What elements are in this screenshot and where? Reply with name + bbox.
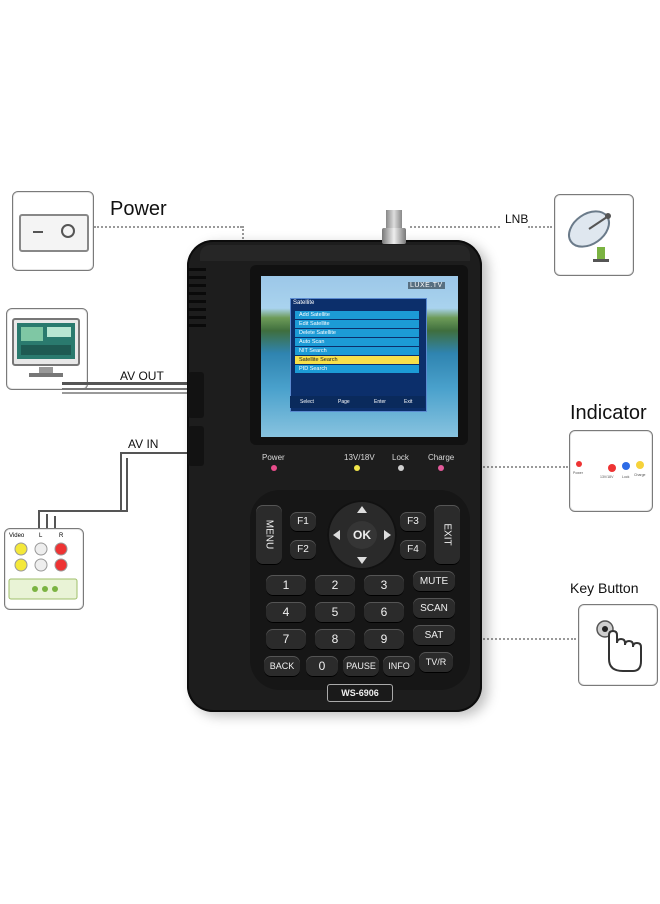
key-2[interactable]: 2 <box>315 575 355 596</box>
footer-enter: Enter <box>374 399 386 405</box>
lnb-leader-line-2 <box>528 226 552 228</box>
indicator-card-label-lock: Lock <box>622 475 630 479</box>
indicator-card-led-charge <box>636 461 644 469</box>
power-led <box>271 465 277 471</box>
indicator-card-led-13v <box>608 464 616 472</box>
vent-slot <box>188 268 206 271</box>
monitor-callout <box>6 308 88 390</box>
lnb-leader-line <box>410 226 500 228</box>
power-leader-line <box>94 226 242 228</box>
av-jack-label-video: Video <box>9 533 25 539</box>
indicator-power-label: Power <box>262 453 285 462</box>
av-jacks-callout: Video L R <box>4 528 84 610</box>
menu-button[interactable]: MENU <box>256 505 282 565</box>
vent-slot <box>188 276 206 279</box>
f1-button[interactable]: F1 <box>290 512 316 532</box>
menu-item-selected[interactable]: Satellite Search <box>295 356 419 364</box>
key-5[interactable]: 5 <box>315 602 355 623</box>
av-out-port <box>188 372 204 418</box>
key-button-callout <box>578 604 658 686</box>
key-1[interactable]: 1 <box>266 575 306 596</box>
lock-led <box>398 465 404 471</box>
ok-button[interactable]: OK <box>347 521 377 549</box>
menu-item[interactable]: NIT Search <box>295 347 419 355</box>
power-leader-drop <box>242 226 244 242</box>
indicator-lock-label: Lock <box>392 453 409 462</box>
device-top-edge <box>200 245 470 261</box>
menu-title: Satellite <box>293 300 315 306</box>
rca-jacks-icon <box>8 542 78 600</box>
indicator-card-label-charge: Charge <box>634 473 646 477</box>
indicator-card-label-power: Power <box>573 471 583 475</box>
mute-button[interactable]: MUTE <box>413 571 455 592</box>
key-4[interactable]: 4 <box>266 602 306 623</box>
indicator-card-label-13v: 13V/18V <box>600 475 614 479</box>
power-switch-callout <box>12 191 94 271</box>
model-label: WS-6906 <box>327 684 393 702</box>
vent-slot <box>188 308 206 311</box>
key-6[interactable]: 6 <box>364 602 404 623</box>
satellite-dish-callout <box>554 194 634 276</box>
menu-footer: Select Page Enter Exit <box>290 396 425 408</box>
menu-item[interactable]: PID Search <box>295 365 419 373</box>
indicator-leader-line <box>448 466 568 468</box>
av-out-label: AV OUT <box>120 369 164 383</box>
key-3[interactable]: 3 <box>364 575 404 596</box>
indicator-13v18v-label: 13V/18V <box>344 453 375 462</box>
back-button[interactable]: BACK <box>264 656 300 677</box>
f4-button[interactable]: F4 <box>400 540 426 560</box>
key-7[interactable]: 7 <box>266 629 306 650</box>
exit-button[interactable]: EXIT <box>434 505 460 565</box>
rocker-switch-icon <box>19 214 89 252</box>
dpad-arrows-icon <box>333 506 391 564</box>
menu-item[interactable]: Delete Satellite <box>295 329 419 337</box>
av-jack-label-l: L <box>39 533 43 539</box>
av-out-cable <box>62 382 188 385</box>
key-button-label: Key Button <box>570 580 639 596</box>
menu-item[interactable]: Add Satellite <box>295 311 419 319</box>
lnb-label: LNB <box>505 212 529 226</box>
indicator-label: Indicator <box>570 402 647 424</box>
av-in-label: AV IN <box>128 437 159 451</box>
scan-button[interactable]: SCAN <box>413 598 455 619</box>
footer-select: Select <box>300 399 314 405</box>
key-button-leader-line <box>452 638 576 640</box>
menu-item[interactable]: Edit Satellite <box>295 320 419 328</box>
satellite-menu: Satellite Add Satellite Edit Satellite D… <box>290 298 427 412</box>
vent-slot <box>188 324 206 327</box>
indicator-callout: Power 13V/18V Lock Charge <box>569 430 653 512</box>
f2-button[interactable]: F2 <box>290 540 316 560</box>
av-in-port <box>188 426 204 466</box>
key-0[interactable]: 0 <box>306 656 338 677</box>
vent-slot <box>188 292 206 295</box>
lnb-connector <box>382 210 406 246</box>
info-button[interactable]: INFO <box>383 656 415 677</box>
tv-radio-button[interactable]: TV/R <box>419 652 453 673</box>
vent-slot <box>188 284 206 287</box>
satellite-dish-icon <box>568 210 611 262</box>
indicator-card-led-lock <box>622 462 630 470</box>
charge-led <box>438 465 444 471</box>
footer-page: Page <box>338 399 350 405</box>
key-8[interactable]: 8 <box>315 629 355 650</box>
vent-slot <box>188 300 206 303</box>
finger-press-icon <box>596 620 642 672</box>
pause-button[interactable]: PAUSE <box>343 656 379 677</box>
menu-item[interactable]: Auto Scan <box>295 338 419 346</box>
vent-slot <box>188 316 206 319</box>
power-label: Power <box>110 198 167 220</box>
channel-logo: LUXE.TV <box>408 282 445 289</box>
indicator-card-led-power <box>576 461 582 467</box>
monitor-icon <box>12 318 80 377</box>
voltage-led <box>354 465 360 471</box>
sat-button[interactable]: SAT <box>413 625 455 646</box>
av-in-cable <box>120 452 188 454</box>
av-jack-label-r: R <box>59 533 64 539</box>
indicator-charge-label: Charge <box>428 453 455 462</box>
f3-button[interactable]: F3 <box>400 512 426 532</box>
footer-exit: Exit <box>404 399 413 405</box>
key-9[interactable]: 9 <box>364 629 404 650</box>
